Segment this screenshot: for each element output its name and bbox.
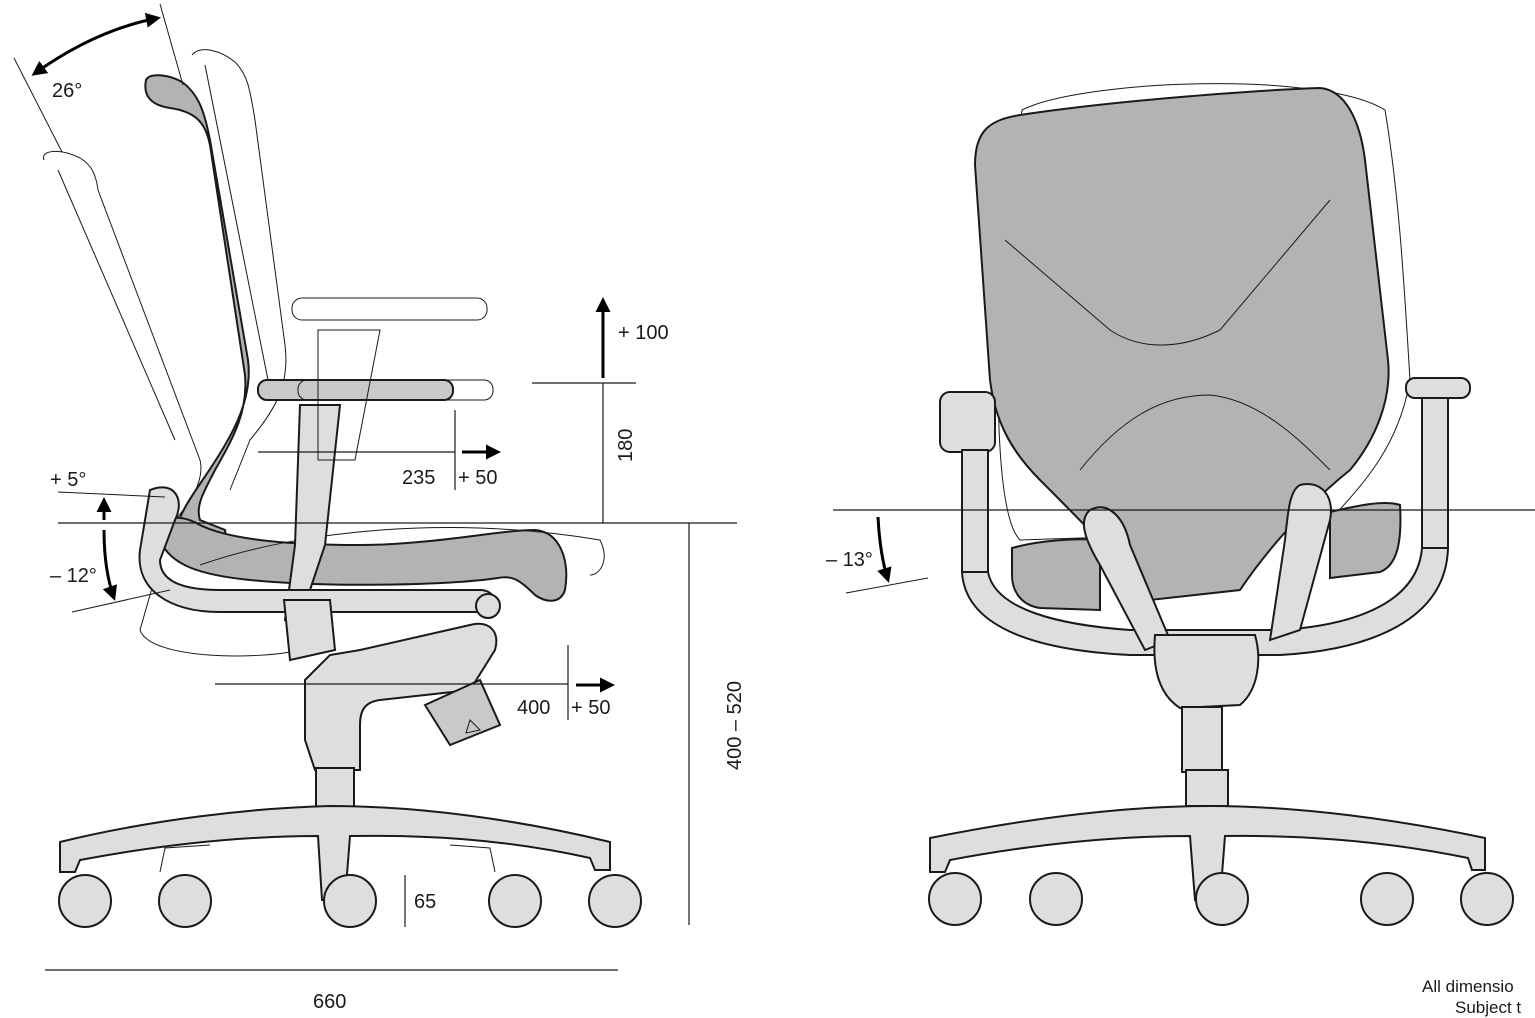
seat-tilt-back-arrow xyxy=(102,529,118,601)
armrest-height-adjust-label: + 100 xyxy=(618,322,669,344)
side-armrest-pad xyxy=(257,379,454,401)
rear-backrest-mesh-line-2 xyxy=(1079,394,1331,471)
castor-height-label: 65 xyxy=(414,891,436,913)
front-seat-tilt-label: – 13° xyxy=(826,549,873,571)
side-dimensions: 26° + 5° – 12° + 100 180 235 + 50 400 + … xyxy=(13,3,746,1011)
backrest-tilt-ref-line-2 xyxy=(159,3,184,86)
rear-backrest xyxy=(973,86,1390,602)
side-backrest-reclined-outline xyxy=(43,151,301,657)
side-seat-frame xyxy=(138,486,496,613)
side-seat-ghost xyxy=(199,527,605,576)
side-castor xyxy=(323,874,377,928)
side-base xyxy=(59,804,611,901)
side-gas-column xyxy=(315,767,355,809)
seat-tilt-forward-label: + 5° xyxy=(50,469,86,491)
base-width-label: 660 xyxy=(313,991,346,1011)
side-armrest-post-ghost xyxy=(317,329,381,461)
side-backrest-upright-outline xyxy=(191,49,287,491)
backrest-tilt-label: 26° xyxy=(52,80,82,102)
rear-armrest-pad-left xyxy=(939,391,996,453)
rear-castor xyxy=(1460,872,1514,926)
side-mechanism xyxy=(304,622,498,771)
side-armrest-pad-raised xyxy=(291,297,488,321)
rear-castor xyxy=(1360,872,1414,926)
side-tilt-lever xyxy=(423,678,502,747)
armrest-depth-label: 235 xyxy=(402,467,435,489)
armrest-depth-adjust-label: + 50 xyxy=(458,467,497,489)
footnote-line-2: Subject t xyxy=(1455,998,1522,1017)
rear-seat-right xyxy=(1329,502,1402,580)
rear-castor xyxy=(1195,872,1249,926)
rear-castor xyxy=(928,872,982,926)
rear-back-support-right xyxy=(1268,483,1332,642)
rear-castor xyxy=(1029,872,1083,926)
seat-depth-adjust-label: + 50 xyxy=(571,697,610,719)
side-castor xyxy=(58,874,112,928)
rear-seat-tilt-ref-line xyxy=(845,577,929,594)
rear-dimensions: – 13° xyxy=(826,509,1535,594)
seat-tilt-ref-line-2 xyxy=(71,589,171,613)
rear-gas-column-upper xyxy=(1181,706,1223,773)
rear-gas-column-lower xyxy=(1185,769,1229,807)
rear-backrest-ghost xyxy=(997,83,1411,541)
armrest-height-label: 180 xyxy=(615,429,637,462)
side-lever-triangle-icon xyxy=(465,719,482,734)
side-backrest-upright-inner xyxy=(204,64,269,381)
rear-seat-tilt-arrow xyxy=(876,516,892,583)
seat-tilt-back-label: – 12° xyxy=(50,565,97,587)
rear-armrest-pad-right xyxy=(1405,377,1471,399)
rear-arm-loop xyxy=(960,547,1450,656)
footnote-line-1: All dimensio xyxy=(1422,977,1514,996)
rear-view-chair xyxy=(928,83,1514,926)
rear-armrest-post-left xyxy=(961,449,989,573)
backrest-tilt-ref-line xyxy=(13,57,63,153)
backrest-tilt-arrow xyxy=(31,12,161,76)
side-armrest-pad-ghost xyxy=(297,379,494,401)
side-base-legs xyxy=(159,844,496,873)
side-view-chair xyxy=(43,49,642,928)
rear-seat xyxy=(1011,538,1101,612)
side-castor xyxy=(588,874,642,928)
rear-armrest-post-right xyxy=(1421,397,1449,549)
side-castor xyxy=(158,874,212,928)
side-seat-knob xyxy=(475,593,501,619)
side-armrest-post xyxy=(283,404,342,621)
seat-height-label: 400 – 520 xyxy=(724,681,746,770)
rear-base xyxy=(929,804,1486,901)
side-castor xyxy=(488,874,542,928)
side-seat-slide-handle xyxy=(282,599,337,662)
rear-backrest-mesh-line xyxy=(1004,199,1331,346)
seat-tilt-ref-line xyxy=(57,491,166,498)
seat-depth-label: 400 xyxy=(517,697,550,719)
rear-mechanism xyxy=(1153,634,1260,710)
side-backrest-reclined-inner xyxy=(57,169,176,441)
